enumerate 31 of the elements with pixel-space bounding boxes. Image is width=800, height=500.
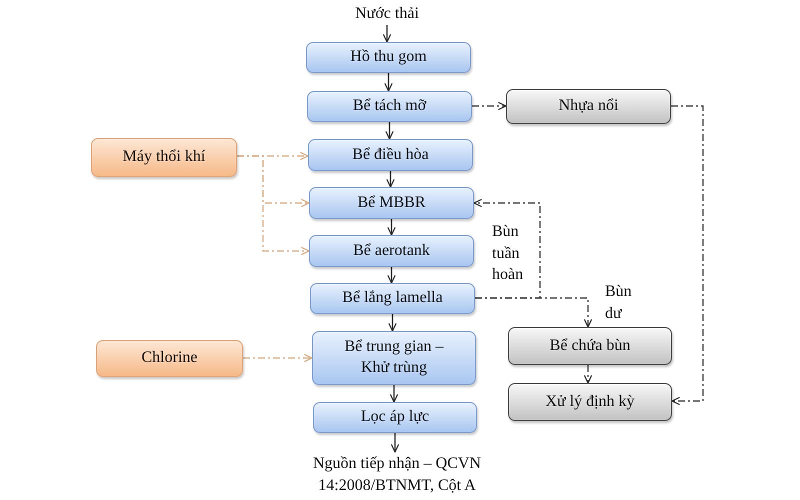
process-box: Bể trung gian – Khử trùng (312, 331, 476, 385)
arrow (390, 433, 400, 453)
process-box: Chlorine (96, 340, 243, 377)
arrow (387, 267, 396, 284)
arrow (388, 314, 397, 332)
arrow (387, 219, 396, 236)
flow-text: Nguồn tiếp nhận – QCVN 14:2008/BTNMT, Cột A (287, 452, 507, 498)
process-box: Xử lý định kỳ (508, 383, 672, 421)
dashed-arrow (237, 155, 310, 256)
flow-text: Nước thải (337, 3, 437, 25)
arrow (384, 73, 393, 92)
arrow (385, 122, 394, 140)
process-box: Bể điều hòa (308, 139, 473, 171)
dashed-arrow (584, 365, 592, 384)
process-box: Bể lắng lamella (310, 283, 475, 314)
process-box: Nhựa nổi (506, 89, 671, 124)
process-box: Máy thổi khí (91, 138, 237, 177)
process-box: Hồ thu gom (306, 42, 471, 73)
arrow (382, 25, 392, 43)
process-box: Bể chứa bùn (508, 327, 672, 365)
dashed-arrow (671, 105, 704, 406)
dashed-arrow (475, 297, 592, 328)
process-box: Lọc áp lực (313, 402, 477, 433)
process-box: Bể MBBR (309, 187, 474, 219)
process-box: Bể aerotank (309, 235, 474, 267)
dashed-arrow (472, 102, 507, 110)
arrow (390, 385, 398, 403)
process-box: Bể tách mỡ (307, 91, 472, 122)
arrow (386, 171, 395, 188)
dashed-arrow (243, 354, 313, 362)
dashed-arrow (473, 198, 541, 299)
